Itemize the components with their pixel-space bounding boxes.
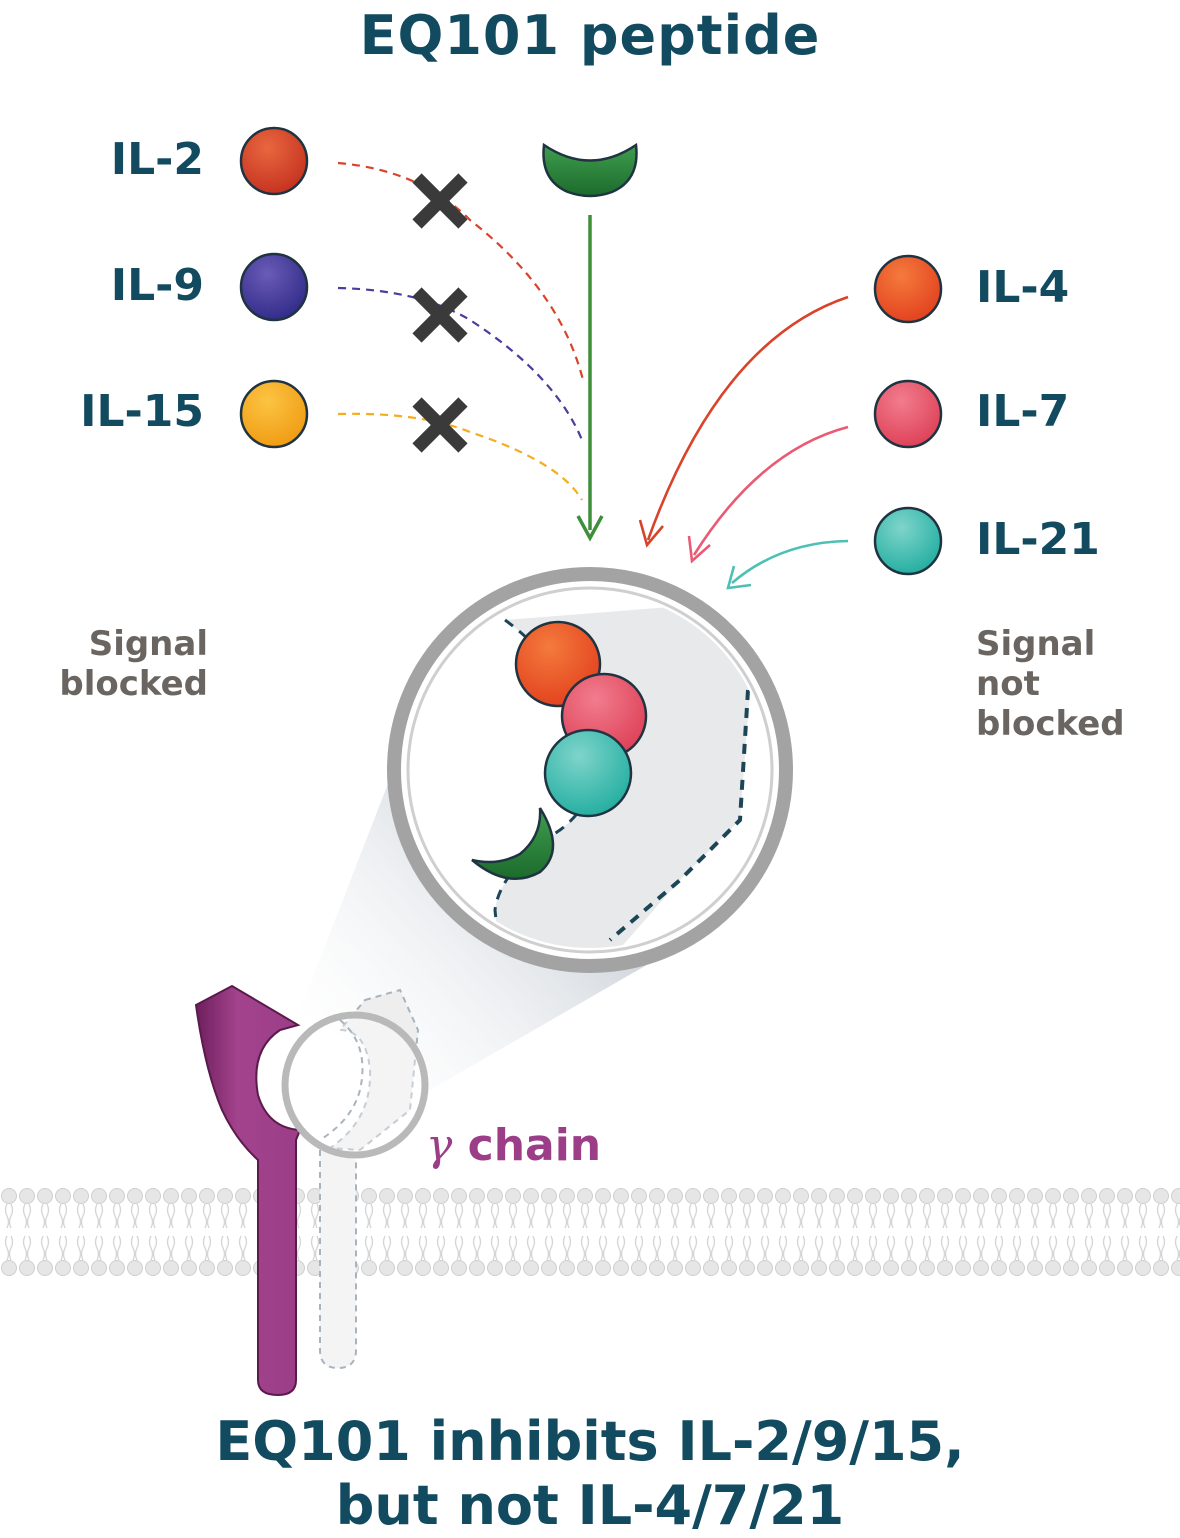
receptor-ring: [281, 1011, 429, 1159]
il15-label: IL-15: [80, 386, 204, 437]
peptide-arrowhead: [576, 515, 604, 542]
conclusion-text: EQ101 inhibits IL-2/9/15, but not IL-4/7…: [0, 1410, 1180, 1538]
signal-blocked-label: Signal blocked: [59, 624, 208, 704]
il4-label: IL-4: [976, 262, 1070, 313]
il2-label: IL-2: [110, 134, 204, 185]
il2-path: [337, 161, 585, 381]
il7-circle: [873, 379, 943, 449]
il21-circle: [873, 506, 943, 576]
page-title: EQ101 peptide: [359, 4, 821, 67]
conclusion-line-2: but not IL-4/7/21: [335, 1474, 845, 1537]
conclusion-line-1: EQ101 inhibits IL-2/9/15,: [215, 1410, 965, 1473]
il15-circle: [239, 379, 309, 449]
il21-label: IL-21: [976, 514, 1100, 565]
zoom-circle: [387, 567, 793, 973]
il4-arrow: [646, 295, 849, 541]
signal-not-blocked-label: Signal not blocked: [976, 624, 1125, 744]
il7-arrowhead: [687, 535, 711, 564]
il15-path: [337, 412, 583, 501]
il21-arrowhead: [726, 565, 752, 590]
il9-label: IL-9: [110, 260, 204, 311]
zoom-il21: [543, 728, 633, 818]
gamma-symbol: γ: [426, 1120, 453, 1171]
block-x-icon: [412, 287, 468, 343]
zoom-peptide: [471, 807, 555, 880]
gamma-chain-label: γ chain: [426, 1120, 601, 1171]
peptide-icon: [542, 142, 638, 198]
cell-membrane: [0, 1188, 1180, 1278]
il9-circle: [239, 252, 309, 322]
il4-circle: [873, 254, 943, 324]
gamma-chain-text: chain: [467, 1120, 602, 1171]
block-x-icon: [412, 397, 468, 453]
il21-arrow: [731, 539, 849, 584]
il9-path: [337, 286, 584, 441]
il4-arrowhead: [638, 519, 664, 548]
il7-arrow: [692, 425, 849, 556]
il7-label: IL-7: [976, 386, 1070, 437]
il2-circle: [239, 126, 309, 196]
receptor-chain: [194, 984, 302, 1397]
block-x-icon: [412, 173, 468, 229]
